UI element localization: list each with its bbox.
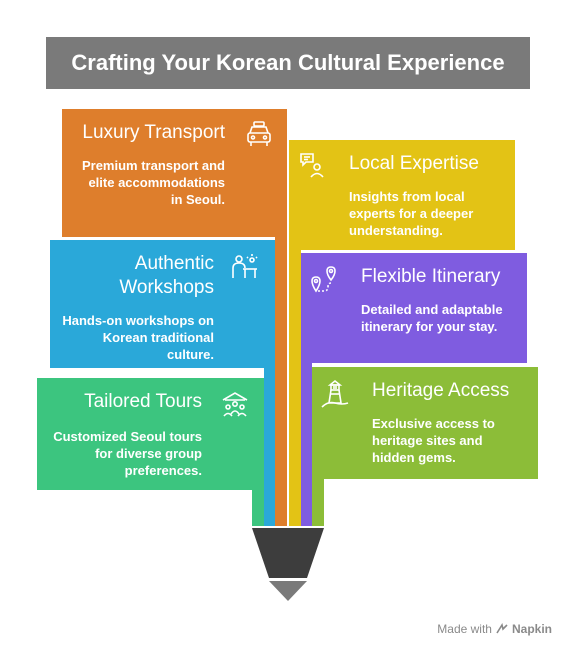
footer-brand: Napkin (511, 622, 552, 636)
card-tailored-heading: Tailored Tours (84, 391, 202, 412)
card-local-expertise: Local Expertise Insights from local expe… (289, 140, 515, 250)
funnel-cone-tip (269, 581, 307, 601)
footer-prefix: Made with (437, 622, 492, 636)
stem-flexible (301, 253, 312, 526)
card-luxury-transport: Luxury Transport Premium transport and e… (62, 109, 287, 237)
card-authentic-description: Hands-on workshops on Korean traditional… (62, 313, 214, 362)
card-local-description: Insights from local experts for a deeper… (349, 189, 474, 238)
card-local-heading: Local Expertise (349, 153, 479, 174)
card-heritage-description: Exclusive access to heritage sites and h… (372, 416, 495, 465)
workshop-icon (232, 254, 258, 278)
guide-speech-icon (300, 153, 324, 178)
route-pins-icon (311, 266, 336, 293)
card-luxury-description: Premium transport and elite accommodatio… (81, 158, 225, 207)
card-flexible-description: Detailed and adaptable itinerary for you… (361, 302, 503, 334)
made-with-footer: Made with Napkin (437, 622, 552, 636)
napkin-logo-icon (496, 623, 508, 634)
funnel-cone-top (252, 528, 324, 578)
diagram-title: Crafting Your Korean Cultural Experience (46, 37, 530, 89)
card-heritage-access: Heritage Access Exclusive access to heri… (312, 367, 538, 479)
stem-authentic (264, 240, 275, 526)
card-flexible-itinerary: Flexible Itinerary Detailed and adaptabl… (301, 253, 527, 363)
tour-group-icon (222, 392, 248, 417)
card-authentic-heading: Authentic Workshops (119, 253, 214, 298)
card-authentic-workshops: Authentic Workshops Hands-on workshops o… (50, 240, 275, 368)
card-heritage-heading: Heritage Access (372, 380, 510, 401)
card-luxury-heading: Luxury Transport (82, 122, 225, 143)
card-tailored-tours: Tailored Tours Customized Seoul tours fo… (37, 378, 264, 490)
lighthouse-icon (321, 379, 349, 408)
card-tailored-description: Customized Seoul tours for diverse group… (53, 429, 202, 478)
card-flexible-heading: Flexible Itinerary (361, 266, 501, 287)
taxi-icon (247, 121, 271, 146)
